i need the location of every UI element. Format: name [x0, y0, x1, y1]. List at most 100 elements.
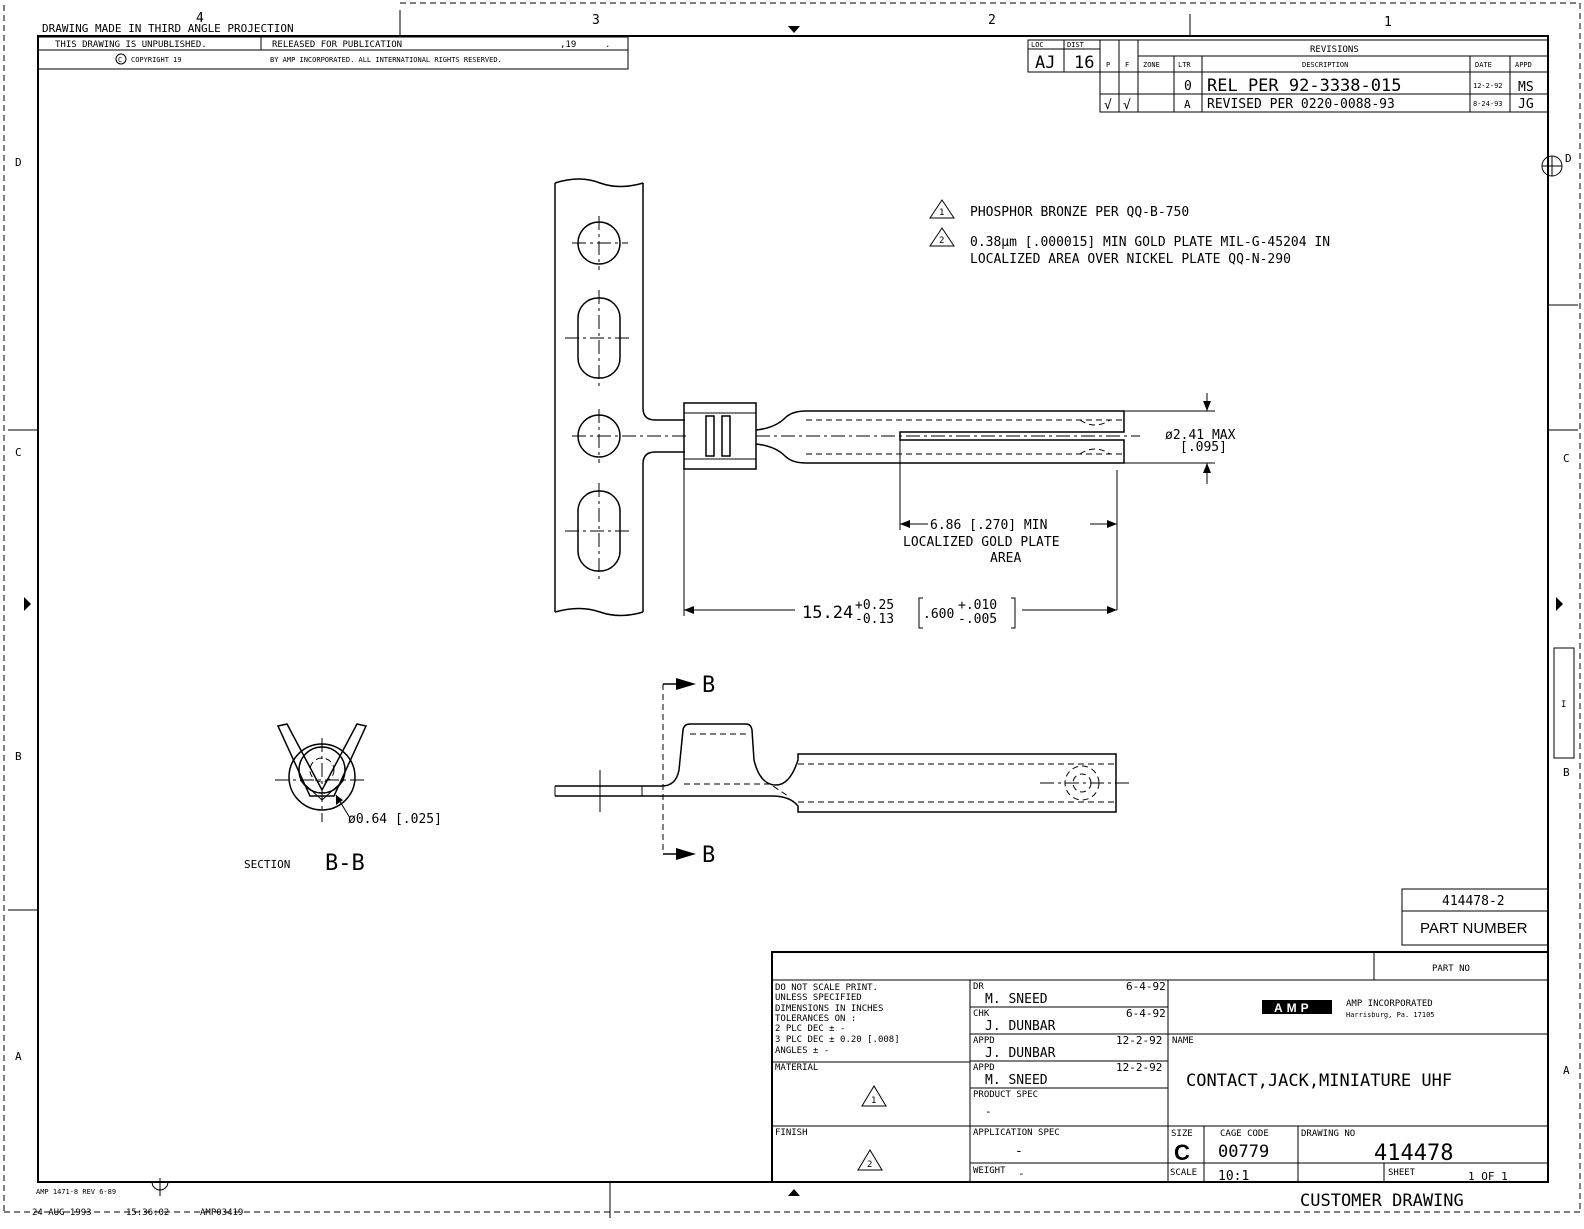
- dimension-overall-length: 15.24 +0.25 -0.13 .600 +.010 -.005: [683, 469, 1117, 629]
- svg-text:JG: JG: [1518, 97, 1534, 112]
- release-dot: .: [605, 40, 610, 50]
- svg-text:15.24: 15.24: [802, 603, 853, 623]
- note-flag-icon: [857, 1149, 883, 1171]
- svg-text:J. DUNBAR: J. DUNBAR: [985, 1019, 1056, 1034]
- svg-text:1: 1: [939, 208, 944, 218]
- material-label: MATERIAL: [775, 1063, 818, 1073]
- customer-drawing-label: CUSTOMER DRAWING: [1300, 1191, 1464, 1211]
- product-spec-value: -: [985, 1105, 992, 1118]
- released-note: RELEASED FOR PUBLICATION: [272, 40, 402, 50]
- svg-text:-0.13: -0.13: [855, 612, 894, 627]
- centering-arrow-bottom: [788, 1189, 800, 1196]
- drawing-name: CONTACT,JACK,MINIATURE UHF: [1186, 1071, 1452, 1091]
- finish-label: FINISH: [775, 1128, 808, 1138]
- top-view-carrier-strip: [554, 178, 690, 617]
- amp-logo: AMP: [1262, 1000, 1332, 1015]
- revisions-table: [1099, 39, 1549, 113]
- application-spec-value: -: [1015, 1144, 1023, 1159]
- svg-text:B: B: [702, 673, 715, 698]
- svg-text:CHK: CHK: [973, 1009, 990, 1019]
- product-spec-label: PRODUCT SPEC: [973, 1090, 1038, 1100]
- signoff-row: APPD M. SNEED 12-2-92: [973, 1061, 1162, 1088]
- weight-value: -: [1018, 1167, 1025, 1180]
- rev-p-label: P: [1106, 61, 1110, 69]
- part-number-box: [1401, 888, 1549, 946]
- note-flag-icon: [929, 199, 955, 219]
- registration-mark-icon: [151, 1178, 169, 1196]
- svg-text:0: 0: [1184, 79, 1192, 94]
- edge-tab-label: I: [1561, 700, 1566, 710]
- centering-arrow-top: [788, 26, 800, 33]
- svg-text:AMP: AMP: [1274, 1001, 1313, 1015]
- zone-row-d-right: D: [1565, 152, 1572, 165]
- copyright-icon: C: [115, 53, 127, 65]
- centering-arrow-right: [1556, 597, 1563, 611]
- zone-col-1: 1: [1384, 15, 1392, 30]
- svg-text:12-2-92: 12-2-92: [1116, 1061, 1162, 1074]
- svg-text:REL PER 92-3338-015: REL PER 92-3338-015: [1207, 76, 1401, 96]
- registration-mark-icon: [1541, 155, 1563, 177]
- svg-text:DR: DR: [973, 982, 984, 992]
- title-block-grid: [771, 951, 1549, 1183]
- projection-note: DRAWING MADE IN THIRD ANGLE PROJECTION: [42, 22, 294, 35]
- loc-label: LOC: [1031, 41, 1044, 49]
- rev-header-date: DATE: [1475, 61, 1492, 69]
- zone-row-c: C: [15, 446, 22, 459]
- svg-text:APPD: APPD: [973, 1063, 995, 1073]
- rev-header-ltr: LTR: [1178, 61, 1191, 69]
- part-number-label: PART NUMBER: [1420, 920, 1528, 937]
- svg-text:√: √: [1123, 98, 1131, 113]
- publication-box: [37, 36, 629, 70]
- section-arrow-icon: [676, 848, 696, 860]
- scale-value: 10:1: [1218, 1169, 1249, 1184]
- svg-text:-.005: -.005: [958, 612, 997, 627]
- cage-code-label: CAGE CODE: [1220, 1129, 1269, 1139]
- finish-note: 2: [867, 1160, 872, 1170]
- application-spec-label: APPLICATION SPEC: [973, 1128, 1060, 1138]
- zone-row-d: D: [15, 156, 22, 169]
- cage-code-value: 00779: [1218, 1142, 1269, 1162]
- revisions-title: REVISIONS: [1310, 45, 1359, 55]
- svg-text:6-4-92: 6-4-92: [1126, 1007, 1166, 1020]
- size-label: SIZE: [1171, 1129, 1193, 1139]
- section-cut-line: B B: [662, 673, 715, 868]
- svg-text:UNLESS SPECIFIED: UNLESS SPECIFIED: [775, 993, 862, 1003]
- svg-text:B: B: [702, 843, 715, 868]
- svg-text:C: C: [118, 56, 122, 64]
- svg-text:2: 2: [939, 236, 944, 246]
- release-year: ,19: [560, 40, 576, 50]
- drawing-no-label: DRAWING NO: [1301, 1129, 1355, 1139]
- rev-header-appd: APPD: [1515, 61, 1532, 69]
- svg-text:APPD: APPD: [973, 1036, 995, 1046]
- svg-text:8-24-93: 8-24-93: [1473, 100, 1503, 108]
- section-arrow-icon: [676, 678, 696, 690]
- note-1: 1 PHOSPHOR BRONZE PER QQ-B-750: [929, 199, 1189, 220]
- svg-text:+.010: +.010: [958, 598, 997, 613]
- size-value: C: [1174, 1140, 1190, 1165]
- signoff-row: CHK J. DUNBAR 6-4-92: [973, 1007, 1166, 1034]
- svg-text:0.38µm [.000015] MIN GOLD PLAT: 0.38µm [.000015] MIN GOLD PLATE MIL-G-45…: [970, 235, 1330, 250]
- sheet-label: SHEET: [1388, 1168, 1416, 1178]
- svg-text:6.86 [.270] MIN: 6.86 [.270] MIN: [930, 518, 1047, 533]
- note-flag-icon: [861, 1085, 887, 1107]
- weight-label: WEIGHT: [973, 1166, 1006, 1176]
- section-label-prefix: SECTION: [244, 858, 290, 871]
- signoff-row: APPD J. DUNBAR 12-2-92: [973, 1034, 1162, 1061]
- tolerances-block: DO NOT SCALE PRINT. UNLESS SPECIFIED DIM…: [775, 983, 900, 1056]
- svg-text:ø2.41 MAX: ø2.41 MAX: [1165, 428, 1236, 443]
- svg-text:DO NOT SCALE PRINT.: DO NOT SCALE PRINT.: [775, 983, 878, 993]
- svg-text:3 PLC DEC ± 0.20 [.008]: 3 PLC DEC ± 0.20 [.008]: [775, 1035, 900, 1045]
- loc-value: AJ: [1035, 53, 1055, 73]
- plot-time: 15:36:02: [126, 1208, 169, 1218]
- form-number: AMP 1471-8 REV 6-89: [36, 1188, 116, 1196]
- rev-f-label: F: [1125, 61, 1129, 69]
- zone-row-a-right: A: [1563, 1064, 1570, 1077]
- zone-col-2: 2: [988, 13, 996, 28]
- svg-text:REVISED PER 0220-0088-93: REVISED PER 0220-0088-93: [1207, 97, 1395, 112]
- revision-row: 0 REL PER 92-3338-015 12-2-92 MS: [1184, 76, 1534, 96]
- plot-date: 24 AUG 1993: [32, 1208, 92, 1218]
- scale-label: SCALE: [1170, 1168, 1197, 1178]
- zone-col-3: 3: [592, 13, 600, 28]
- svg-text:ANGLES ± -: ANGLES ± -: [775, 1046, 829, 1056]
